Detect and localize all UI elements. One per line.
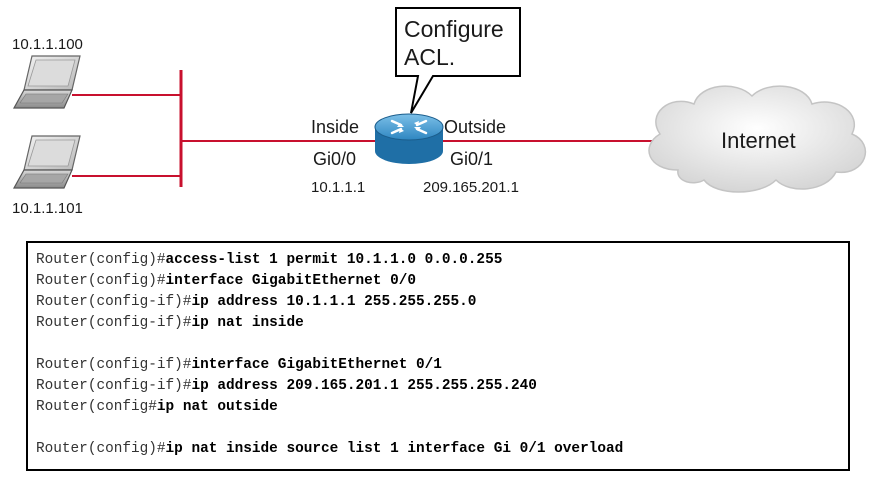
outside-label: Outside [444,117,507,137]
router-icon [374,113,444,164]
cli-line: Router(config-if)#interface GigabitEther… [36,357,442,373]
cli-command: interface GigabitEthernet 0/1 [191,357,442,373]
cli-command: ip address 209.165.201.1 255.255.255.240 [191,378,537,394]
cli-prompt: Router(config)# [36,252,166,268]
cli-command: interface GigabitEthernet 0/0 [165,273,416,289]
cli-line: Router(config)#ip nat inside source list… [36,441,623,457]
callout-bubble [395,7,521,114]
inside-label: Inside [311,117,360,137]
laptop-icon [12,55,81,109]
callout-line-2: ACL. [404,44,456,70]
cli-prompt: Router(config-if)# [36,357,192,373]
inside-interface-label: Gi0/0 [313,149,357,169]
cli-prompt: Router(config-if)# [36,294,192,310]
cli-line: Router(config-if)#ip nat inside [36,315,304,331]
network-links [72,70,652,187]
inside-ip-label: 10.1.1.1 [311,179,366,196]
topology-svg [12,7,867,193]
laptop-icon [12,135,81,189]
callout-line-1: Configure [404,16,504,42]
cli-command: ip nat outside [156,399,278,415]
outside-interface-label: Gi0/1 [450,149,494,169]
cli-command: ip nat inside source list 1 interface Gi… [165,441,624,457]
internet-cloud-icon [648,85,867,193]
cli-prompt: Router(config)# [36,273,166,289]
cli-line: Router(config)#interface GigabitEthernet… [36,273,416,289]
cli-line: Router(config-if)#ip address 10.1.1.1 25… [36,294,476,310]
cli-line: Router(config#ip nat outside [36,399,278,415]
cli-prompt: Router(config)# [36,441,166,457]
cli-command: ip address 10.1.1.1 255.255.255.0 [191,294,477,310]
cli-command: access-list 1 permit 10.1.1.0 0.0.0.255 [165,252,503,268]
cli-config-box: Router(config)#access-list 1 permit 10.1… [26,241,850,471]
network-diagram: 10.1.1.100 10.1.1.101 Inside Gi0/0 10.1.… [0,0,890,230]
callout-text: Configure ACL. [404,15,504,71]
cli-line: Router(config-if)#ip address 209.165.201… [36,378,537,394]
cli-command: ip nat inside [191,315,304,331]
cli-prompt: Router(config-if)# [36,378,192,394]
outside-ip-label: 209.165.201.1 [423,179,519,196]
cli-prompt: Router(config# [36,399,157,415]
cli-prompt: Router(config-if)# [36,315,192,331]
host2-ip-label: 10.1.1.101 [12,200,83,217]
internet-label: Internet [721,128,796,153]
host1-ip-label: 10.1.1.100 [12,36,83,53]
cli-line: Router(config)#access-list 1 permit 10.1… [36,252,502,268]
